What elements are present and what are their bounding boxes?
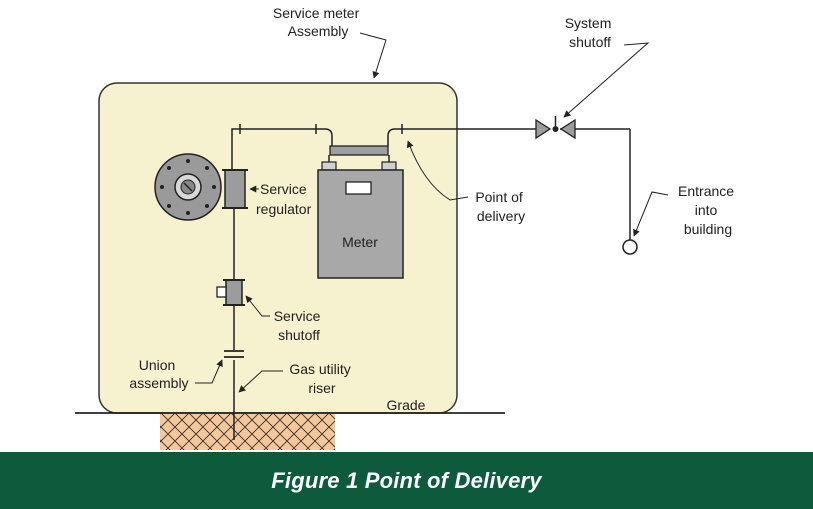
label-system-shutoff: System shutoff <box>565 15 616 50</box>
system-shutoff-valve <box>535 116 576 140</box>
leader-union-assembly <box>195 359 223 384</box>
figure-caption-bar: Figure 1 Point of Delivery <box>0 452 813 509</box>
label-grade: Grade <box>387 397 426 413</box>
label-meter: Meter <box>342 234 378 250</box>
soil <box>160 413 335 450</box>
label-point-of-delivery: Point of delivery <box>475 189 526 224</box>
service-regulator-body <box>222 169 248 209</box>
label-gas-riser: Gas utility riser <box>289 361 354 396</box>
label-entrance: Entrance into building <box>678 183 738 237</box>
leader-service-shutoff <box>245 295 270 317</box>
leader-entrance <box>633 191 669 237</box>
meter-swivel-bar <box>321 145 397 171</box>
service-shutoff-valve <box>216 279 245 306</box>
leader-gas-riser <box>238 370 283 393</box>
figure-caption: Figure 1 Point of Delivery <box>271 467 542 493</box>
leader-point-of-delivery <box>406 140 469 201</box>
gas-meter <box>317 169 404 279</box>
label-service-regulator: Service regulator <box>256 181 312 217</box>
leader-system-shutoff <box>563 42 650 118</box>
point-of-delivery-diagram: Service meter Assembly System shutoff Se… <box>75 5 738 450</box>
regulator-dial <box>154 153 222 221</box>
building-entrance-symbol <box>622 239 638 255</box>
label-service-meter: Service meter Assembly <box>273 5 363 39</box>
gas-riser-pipe <box>231 128 631 440</box>
label-service-shutoff: Service shutoff <box>274 308 325 343</box>
leader-service-meter <box>359 32 387 79</box>
union-assembly-fitting <box>224 350 244 358</box>
label-union-assembly: Union assembly <box>129 357 188 391</box>
